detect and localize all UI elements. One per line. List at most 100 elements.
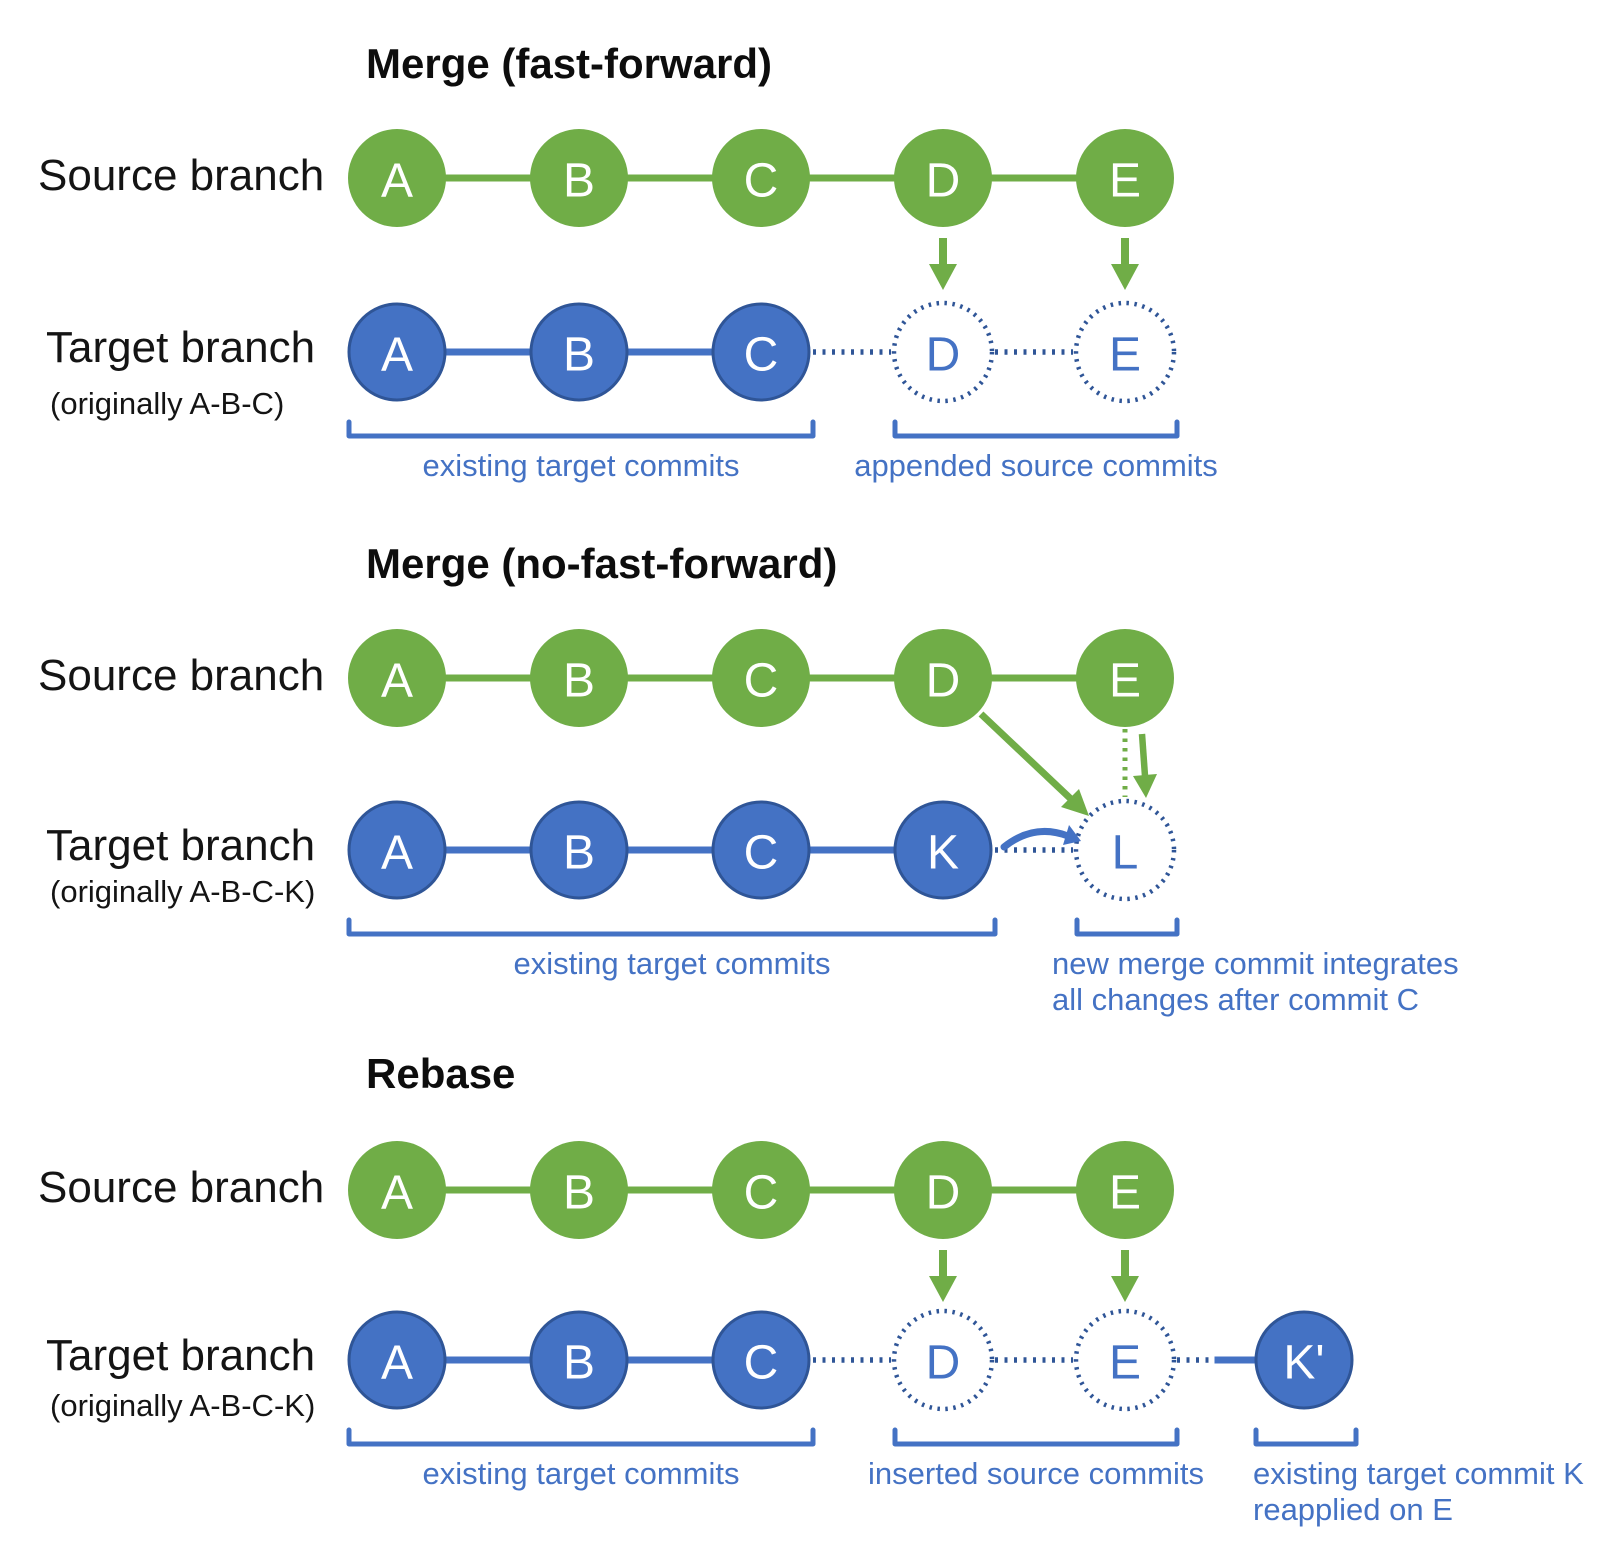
target-commit-label-D: D bbox=[926, 1337, 961, 1390]
source-commit-label-A: A bbox=[381, 1167, 413, 1220]
merge-arrow-k-to-l-shaft bbox=[1000, 827, 1072, 851]
section-title-rebase: Rebase bbox=[366, 1050, 516, 1097]
merge-arrow-e-to-l-head bbox=[1133, 774, 1157, 798]
source-commit-C bbox=[712, 1141, 810, 1239]
section-title-merge-no-ff: Merge (no-fast-forward) bbox=[366, 540, 838, 587]
source-commit-label-B: B bbox=[563, 155, 595, 208]
source-commit-label-D: D bbox=[926, 655, 961, 708]
copy-down-arrow-head bbox=[1111, 264, 1139, 290]
merge-arrow-e-to-l-shaft bbox=[1138, 733, 1149, 777]
target-branch-sublabel: (originally A-B-C-K) bbox=[50, 1388, 316, 1423]
source-branch-label: Source branch bbox=[38, 651, 325, 700]
source-commit-A bbox=[348, 1141, 446, 1239]
bracket bbox=[1253, 1427, 1359, 1447]
bracket-caption-line: reapplied on E bbox=[1253, 1492, 1453, 1527]
source-commit-label-D: D bbox=[926, 1167, 961, 1220]
source-commit-C bbox=[712, 629, 810, 727]
target-commit-label-L: L bbox=[1112, 827, 1139, 880]
target-commit-A bbox=[347, 1310, 447, 1410]
source-commit-label-A: A bbox=[381, 655, 413, 708]
target-commit-label-E: E bbox=[1109, 1337, 1141, 1390]
copy-down-arrow-head bbox=[929, 1276, 957, 1302]
target-commit-A bbox=[347, 302, 447, 402]
source-commit-label-D: D bbox=[926, 155, 961, 208]
target-commit-label-B: B bbox=[563, 827, 595, 880]
bracket-caption-line: appended source commits bbox=[854, 448, 1218, 483]
bracket-caption: existing target commits bbox=[423, 448, 740, 484]
target-commit-E-pending bbox=[1073, 1308, 1177, 1412]
target-commit-A bbox=[347, 800, 447, 900]
target-commit-B bbox=[529, 1310, 629, 1410]
source-commit-D bbox=[894, 129, 992, 227]
source-commit-D bbox=[894, 1141, 992, 1239]
source-commit-label-B: B bbox=[563, 1167, 595, 1220]
target-commit-label-C: C bbox=[744, 329, 779, 382]
source-commit-label-A: A bbox=[381, 155, 413, 208]
merge-arrow-k-to-l-head bbox=[1063, 825, 1081, 845]
target-commit-label-C: C bbox=[744, 1337, 779, 1390]
bracket-caption-line: all changes after commit C bbox=[1052, 982, 1419, 1017]
source-commit-E bbox=[1076, 1141, 1174, 1239]
target-commit-B bbox=[529, 302, 629, 402]
bracket bbox=[892, 419, 1180, 439]
source-commit-label-E: E bbox=[1109, 1167, 1141, 1220]
target-commit-label-D: D bbox=[926, 329, 961, 382]
bracket-caption-line: existing target commit K bbox=[1253, 1456, 1584, 1491]
target-commit-label-K': K' bbox=[1283, 1337, 1324, 1390]
bracket bbox=[346, 917, 998, 937]
copy-down-arrow-head bbox=[1111, 1276, 1139, 1302]
target-commit-label-K: K bbox=[927, 827, 959, 880]
source-commit-B bbox=[530, 129, 628, 227]
bracket-caption-line: existing target commits bbox=[422, 1456, 740, 1491]
source-commit-label-C: C bbox=[744, 155, 779, 208]
bracket-caption: existing target commits bbox=[423, 1456, 740, 1492]
bracket-caption: appended source commits bbox=[854, 448, 1218, 484]
copy-down-arrow-head bbox=[929, 264, 957, 290]
target-commit-label-E: E bbox=[1109, 329, 1141, 382]
source-commit-E bbox=[1076, 629, 1174, 727]
source-commit-E bbox=[1076, 129, 1174, 227]
bracket bbox=[892, 1427, 1180, 1447]
target-commit-E-pending bbox=[1073, 300, 1177, 404]
bracket-caption-line: existing target commits bbox=[422, 448, 740, 483]
target-commit-B bbox=[529, 800, 629, 900]
bracket-caption-line: inserted source commits bbox=[868, 1456, 1204, 1491]
bracket-caption-line: existing target commits bbox=[513, 946, 831, 981]
target-commit-label-A: A bbox=[381, 329, 413, 382]
target-commit-D-pending bbox=[891, 1308, 995, 1412]
source-commit-A bbox=[348, 629, 446, 727]
source-commit-label-B: B bbox=[563, 655, 595, 708]
source-commit-C bbox=[712, 129, 810, 227]
target-commit-C bbox=[711, 1310, 811, 1410]
target-branch-label: Target branch bbox=[46, 323, 316, 372]
source-commit-label-C: C bbox=[744, 1167, 779, 1220]
target-commit-K bbox=[893, 800, 993, 900]
target-commit-K' bbox=[1254, 1310, 1354, 1410]
source-branch-label: Source branch bbox=[38, 1163, 325, 1212]
source-commit-label-E: E bbox=[1109, 155, 1141, 208]
target-branch-sublabel: (originally A-B-C) bbox=[50, 386, 285, 421]
source-commit-A bbox=[348, 129, 446, 227]
source-commit-B bbox=[530, 1141, 628, 1239]
target-commit-C bbox=[711, 302, 811, 402]
target-commit-label-C: C bbox=[744, 827, 779, 880]
source-branch-label: Source branch bbox=[38, 151, 325, 200]
bracket bbox=[1074, 917, 1180, 937]
bracket bbox=[346, 419, 816, 439]
target-branch-label: Target branch bbox=[46, 821, 316, 870]
source-commit-D bbox=[894, 629, 992, 727]
bracket-caption: inserted source commits bbox=[868, 1456, 1204, 1492]
target-commit-label-A: A bbox=[381, 827, 413, 880]
section-title-merge-ff: Merge (fast-forward) bbox=[366, 40, 773, 87]
target-branch-sublabel: (originally A-B-C-K) bbox=[50, 874, 316, 909]
bracket-caption: existing target commits bbox=[514, 946, 831, 982]
bracket-caption-line: new merge commit integrates bbox=[1052, 946, 1459, 981]
source-commit-B bbox=[530, 629, 628, 727]
target-commit-C bbox=[711, 800, 811, 900]
target-commit-label-B: B bbox=[563, 329, 595, 382]
source-commit-label-E: E bbox=[1109, 655, 1141, 708]
